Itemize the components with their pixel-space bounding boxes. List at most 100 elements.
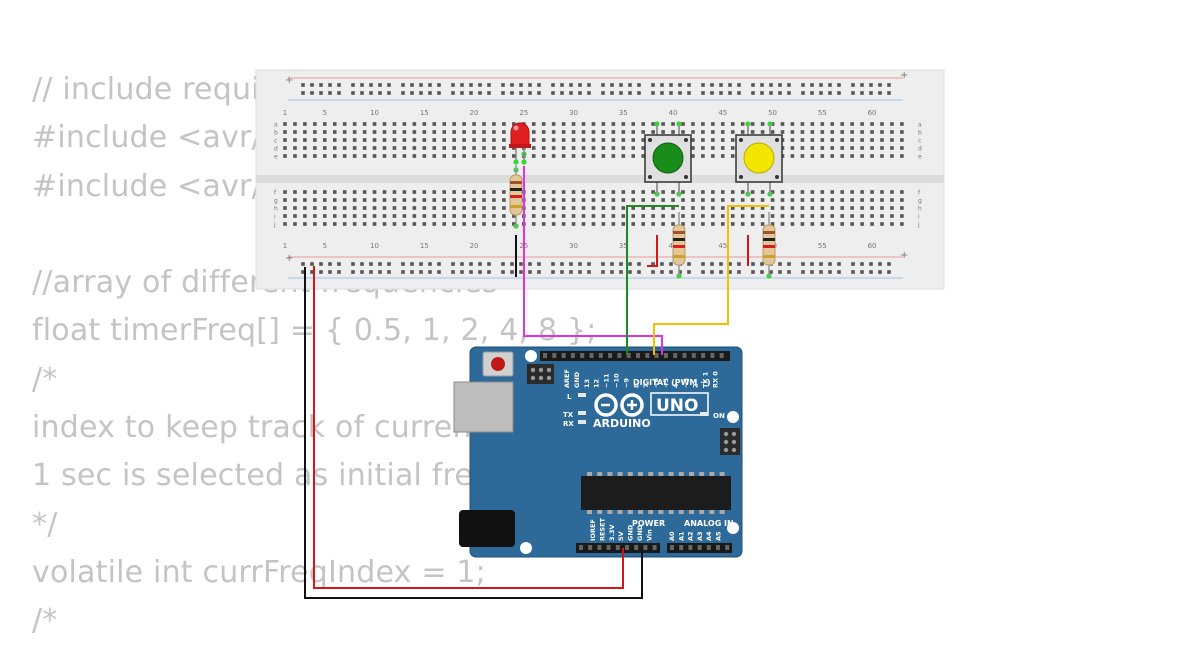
- breadboard-hole: [402, 154, 407, 158]
- breadboard-hole: [840, 146, 844, 150]
- breadboard-hole: [740, 214, 745, 218]
- breadboard-hole: [541, 190, 546, 194]
- breadboard-hole: [482, 198, 486, 202]
- breadboard-hole: [293, 222, 297, 226]
- button-green-cap[interactable]: [652, 142, 684, 174]
- chip-pin: [678, 510, 684, 514]
- breadboard-hole: [778, 83, 782, 87]
- breadboard-hole: [681, 206, 685, 210]
- header-pin: [654, 353, 659, 358]
- breadboard-hole: [437, 262, 441, 266]
- power-label: POWER: [632, 519, 665, 528]
- breadboard-hole: [837, 262, 841, 266]
- breadboard-hole: [422, 190, 427, 194]
- button-green-corner: [684, 175, 688, 179]
- breadboard-hole: [561, 154, 566, 158]
- breadboard-hole: [900, 138, 904, 142]
- breadboard-hole: [710, 83, 714, 87]
- breadboard-hole: [661, 214, 665, 218]
- breadboard-hole: [711, 198, 715, 202]
- breadboard-hole: [432, 130, 437, 134]
- breadboard-hole: [880, 138, 884, 142]
- column-number: 30: [569, 109, 578, 117]
- breadboard-hole: [750, 206, 755, 210]
- breadboard-hole: [437, 91, 441, 95]
- column-number: 30: [569, 242, 578, 250]
- breadboard-hole: [372, 206, 377, 210]
- breadboard-hole: [631, 198, 636, 202]
- breadboard-hole: [412, 146, 417, 150]
- breadboard-hole: [560, 270, 564, 274]
- header-pin: [719, 353, 724, 358]
- breadboard-hole: [571, 130, 576, 134]
- breadboard-hole: [721, 154, 725, 158]
- breadboard-hole: [342, 190, 347, 194]
- breadboard-hole: [787, 91, 791, 95]
- breadboard-hole: [342, 146, 347, 150]
- breadboard-hole: [432, 214, 437, 218]
- breadboard-hole: [561, 222, 566, 226]
- power-pin-label: 5V: [617, 531, 625, 541]
- breadboard-hole: [551, 91, 555, 95]
- breadboard-hole: [541, 154, 546, 158]
- breadboard-hole: [601, 130, 606, 134]
- breadboard-hole: [428, 91, 432, 95]
- button-yellow[interactable]: [735, 125, 783, 194]
- breadboard-hole: [502, 138, 506, 142]
- breadboard-hole: [701, 146, 705, 150]
- breadboard-hole: [750, 122, 755, 126]
- breadboard-hole: [769, 83, 773, 87]
- breadboard-hole: [372, 190, 377, 194]
- button-yellow-cap[interactable]: [743, 142, 775, 174]
- column-number: 55: [818, 242, 827, 250]
- breadboard-hole: [342, 214, 347, 218]
- breadboard-hole: [671, 190, 675, 194]
- breadboard-hole: [428, 83, 432, 87]
- breadboard-hole: [541, 146, 546, 150]
- breadboard-hole: [830, 214, 835, 218]
- breadboard-hole: [561, 138, 566, 142]
- breadboard-hole: [641, 154, 645, 158]
- breadboard-hole: [293, 122, 297, 126]
- breadboard-hole: [401, 83, 405, 87]
- breadboard-hole: [880, 214, 884, 218]
- breadboard-hole: [820, 130, 825, 134]
- breadboard-hole: [780, 198, 785, 202]
- arduino-uno[interactable]: UNO ARDUINO DIGITAL (PWM ~) POWER ANALOG…: [453, 346, 743, 558]
- breadboard-hole: [372, 154, 377, 158]
- button-yellow-corner: [739, 138, 743, 142]
- breadboard-hole: [303, 130, 307, 134]
- breadboard-hole: [669, 91, 673, 95]
- breadboard-hole: [360, 262, 364, 266]
- chip-pin: [648, 510, 654, 514]
- breadboard-hole: [303, 198, 307, 202]
- breadboard-hole: [840, 122, 844, 126]
- breadboard-hole: [810, 138, 815, 142]
- breadboard-hole: [303, 206, 307, 210]
- header-pin: [598, 353, 603, 358]
- breadboard-hole: [451, 83, 455, 87]
- led[interactable]: [509, 122, 531, 160]
- breadboard-hole: [410, 262, 414, 266]
- breadboard-hole: [671, 198, 675, 202]
- breadboard-hole: [819, 83, 823, 87]
- analog-pin-label: A5: [715, 531, 723, 541]
- breadboard-hole: [561, 130, 566, 134]
- button-green[interactable]: [644, 125, 692, 194]
- breadboard-hole: [719, 83, 723, 87]
- breadboard-hole: [701, 222, 705, 226]
- breadboard-hole: [830, 122, 835, 126]
- breadboard-hole: [800, 222, 805, 226]
- breadboard-hole: [323, 198, 327, 202]
- breadboard-hole: [502, 206, 506, 210]
- breadboard-hole: [462, 130, 466, 134]
- breadboard-hole: [422, 122, 427, 126]
- breadboard-hole: [531, 198, 536, 202]
- breadboard-hole: [687, 270, 691, 274]
- digital-header: [540, 351, 730, 361]
- chip-pin: [627, 472, 633, 476]
- breadboard-hole: [472, 138, 476, 142]
- breadboard-hole: [323, 222, 327, 226]
- breadboard-hole: [820, 146, 825, 150]
